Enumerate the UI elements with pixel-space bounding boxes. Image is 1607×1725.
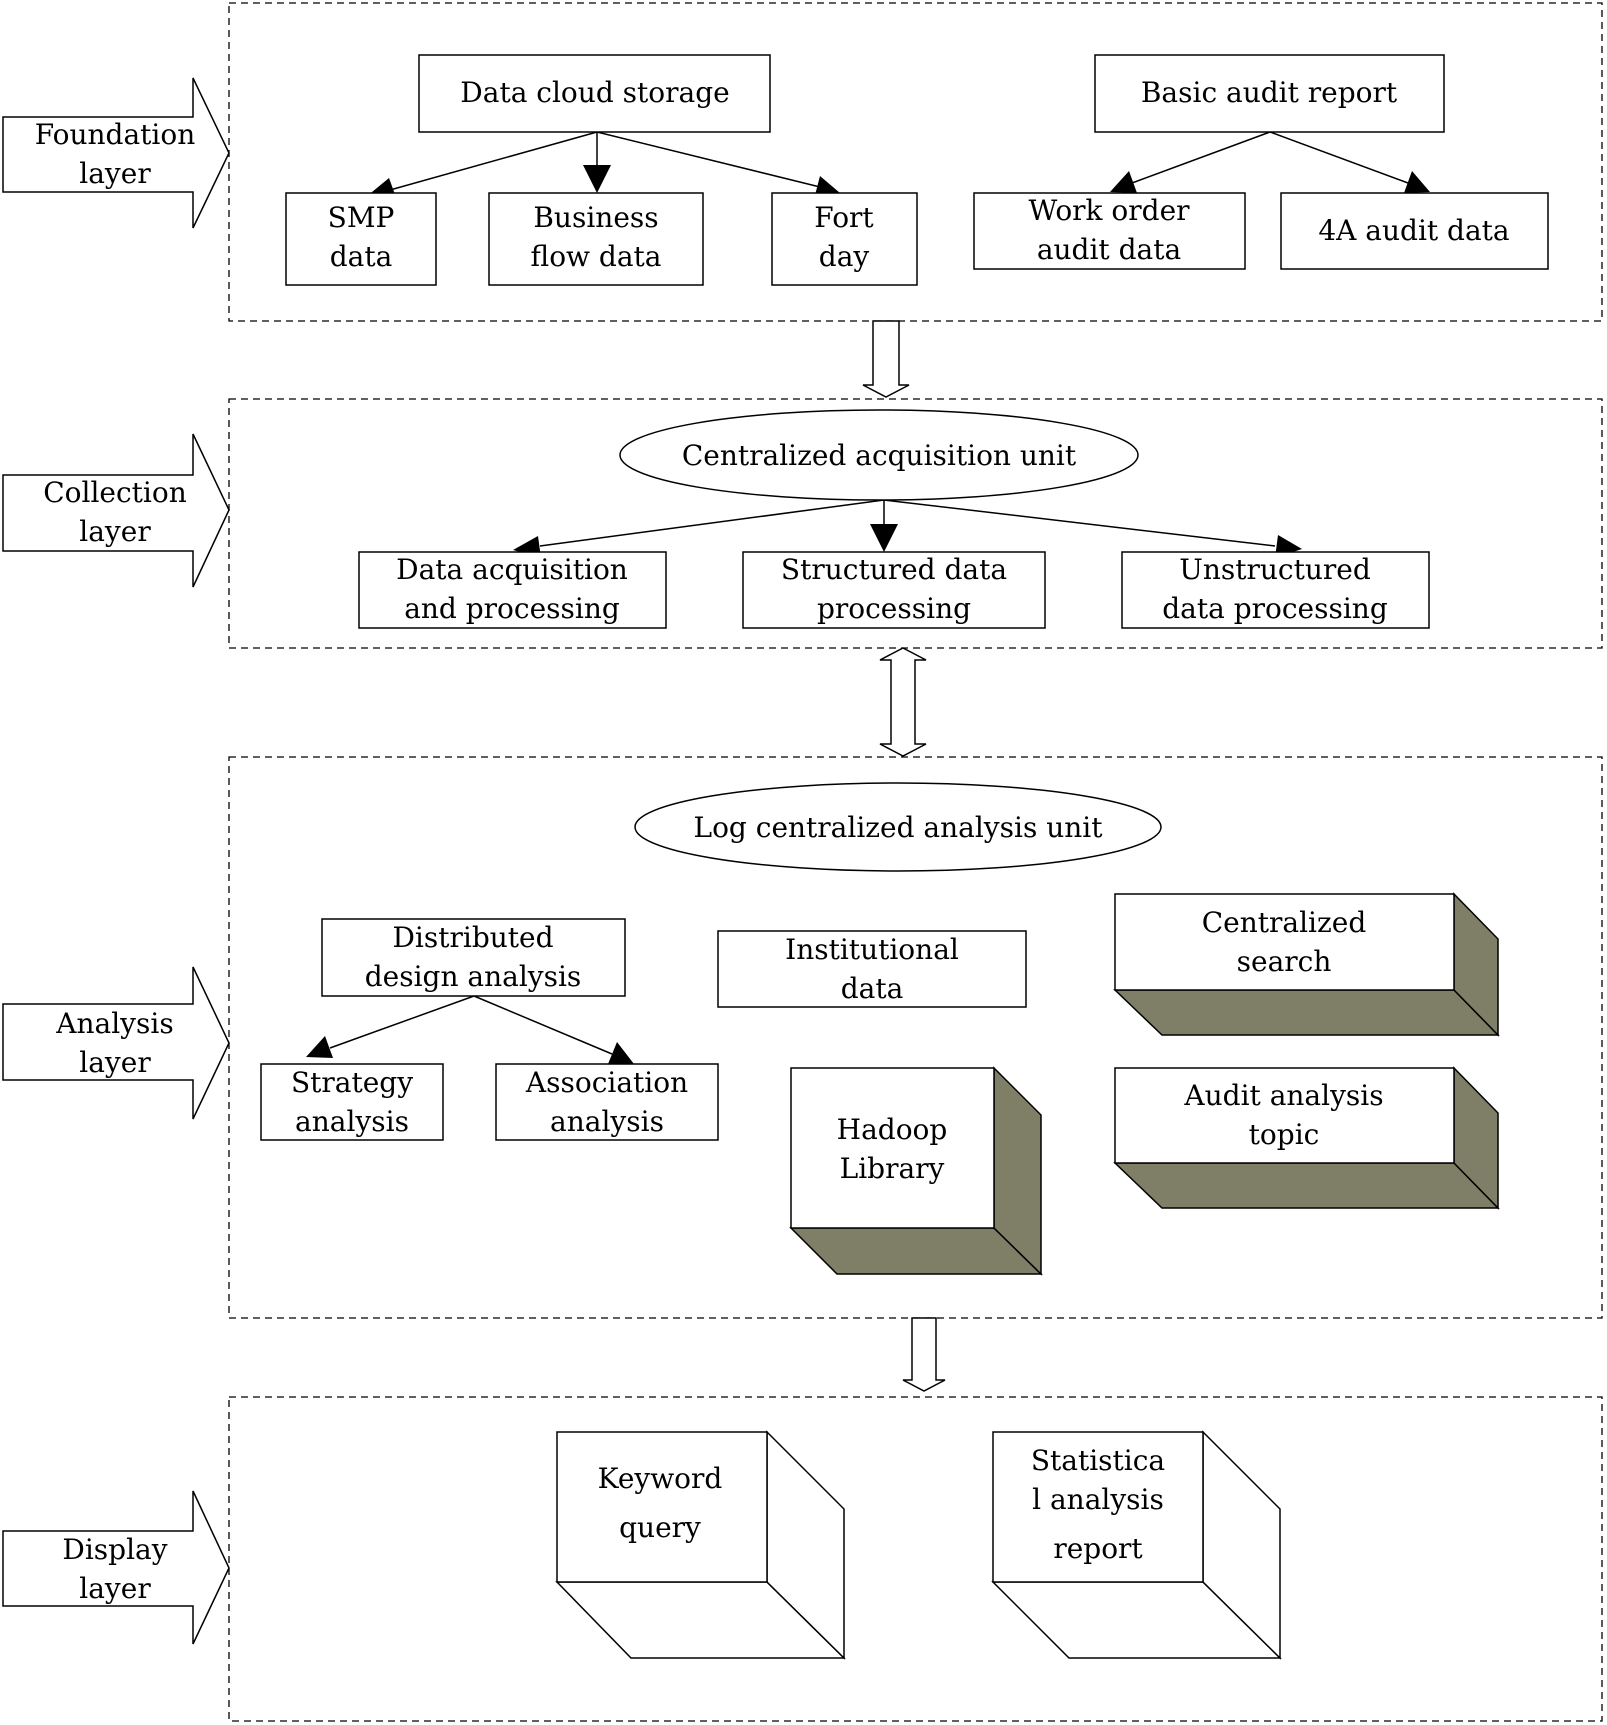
- smp-data-box: SMP data: [285, 192, 437, 286]
- hadoop-library-cube: Hadoop Library: [789, 1066, 1043, 1276]
- foundation-layer-label: Foundation layer: [2, 77, 230, 229]
- data-acquisition-processing-box: Data acquisition and processing: [358, 551, 667, 629]
- business-flow-data-label-line2: flow data: [531, 240, 662, 273]
- analysis-label-line2: layer: [79, 1046, 151, 1079]
- strategy-analysis-label-line2: analysis: [295, 1105, 409, 1138]
- unstructured-data-label-line1: Unstructured: [1179, 553, 1371, 586]
- collection-label-line2: layer: [79, 515, 151, 548]
- right-arrow-icon: [2, 433, 230, 588]
- work-order-label-line2: audit data: [1037, 233, 1181, 266]
- display-label-line2: layer: [79, 1572, 151, 1605]
- business-flow-data-label-line1: Business: [533, 201, 658, 234]
- collection-label-line1: Collection: [43, 476, 187, 509]
- audit-analysis-topic-cube: Audit analysis topic: [1113, 1066, 1500, 1210]
- right-arrow-icon: [2, 966, 230, 1120]
- double-arrow-icon: [879, 647, 927, 757]
- statistical-report-label-line3: report: [1053, 1532, 1143, 1565]
- arrowhead-icon: [306, 1036, 333, 1058]
- keyword-query-label-line1: Keyword: [598, 1462, 723, 1495]
- analysis-edges: [306, 995, 634, 1064]
- keyword-query-cube: Keyword query: [555, 1430, 846, 1660]
- log-centralized-analysis-unit-label: Log centralized analysis unit: [693, 811, 1103, 844]
- centralized-search-label-line2: search: [1237, 945, 1332, 978]
- audit-analysis-topic-label-line2: topic: [1249, 1118, 1320, 1151]
- centralized-search-cube: Centralized search: [1113, 892, 1500, 1037]
- distributed-design-label-line2: design analysis: [365, 960, 582, 993]
- collection-layer-frame: [228, 398, 1603, 649]
- data-acquisition-label-line1: Data acquisition: [396, 553, 628, 586]
- keyword-query-label-line2: query: [619, 1511, 701, 1544]
- display-label-line1: Display: [62, 1533, 167, 1566]
- basic-audit-report-label: Basic audit report: [1141, 76, 1398, 109]
- structured-data-label-line1: Structured data: [781, 553, 1007, 586]
- analysis-layer-label: Analysis layer: [2, 966, 230, 1120]
- right-arrow-icon: [2, 1490, 230, 1645]
- arrowhead-icon: [583, 165, 611, 193]
- foundation-layer-frame: [228, 2, 1603, 322]
- statistical-analysis-report-cube: Statistica l analysis report: [991, 1430, 1282, 1660]
- arrowhead-icon: [608, 1042, 634, 1064]
- association-analysis-label-line2: analysis: [550, 1105, 664, 1138]
- centralized-acquisition-unit-label: Centralized acquisition unit: [682, 439, 1077, 472]
- statistical-report-label-line1: Statistica: [1031, 1444, 1165, 1477]
- hadoop-library-label-line1: Hadoop: [837, 1113, 948, 1146]
- foundation-edges: [366, 131, 1430, 200]
- statistical-report-label-line2: l analysis: [1032, 1483, 1164, 1516]
- hadoop-library-label-line2: Library: [840, 1152, 945, 1185]
- institutional-data-label-line2: data: [841, 972, 904, 1005]
- strategy-analysis-label-line1: Strategy: [291, 1066, 413, 1099]
- foundation-label-line1: Foundation: [35, 118, 196, 151]
- data-cloud-storage-label: Data cloud storage: [460, 76, 729, 109]
- association-analysis-box: Association analysis: [495, 1063, 719, 1141]
- structured-data-processing-box: Structured data processing: [742, 551, 1046, 629]
- unstructured-data-label-line2: data processing: [1162, 592, 1388, 625]
- foundation-label-line2: layer: [79, 157, 151, 190]
- analysis-label-line1: Analysis: [55, 1007, 173, 1040]
- fort-day-label-line1: Fort: [814, 201, 874, 234]
- institutional-data-label-line1: Institutional: [785, 933, 959, 966]
- fort-day-box: Fort day: [771, 192, 918, 286]
- collection-layer-label: Collection layer: [2, 433, 230, 588]
- audit-4a-data-box: 4A audit data: [1280, 192, 1549, 270]
- display-layer-label: Display layer: [2, 1490, 230, 1645]
- fort-day-label-line2: day: [819, 240, 870, 273]
- distributed-design-label-line1: Distributed: [392, 921, 553, 954]
- arrowhead-icon: [1404, 171, 1430, 193]
- centralized-acquisition-unit-ellipse: Centralized acquisition unit: [619, 409, 1139, 501]
- work-order-audit-data-box: Work order audit data: [973, 192, 1246, 270]
- arrowhead-icon: [1110, 171, 1137, 193]
- audit-4a-data-label: 4A audit data: [1318, 214, 1509, 247]
- display-layer-frame: [228, 1396, 1603, 1722]
- work-order-label-line1: Work order: [1028, 194, 1190, 227]
- basic-audit-report-box: Basic audit report: [1094, 54, 1445, 133]
- data-acquisition-label-line2: and processing: [404, 592, 620, 625]
- unstructured-data-processing-box: Unstructured data processing: [1121, 551, 1430, 629]
- audit-analysis-topic-label-line1: Audit analysis: [1183, 1079, 1383, 1112]
- smp-data-label-line2: data: [330, 240, 393, 273]
- centralized-search-label-line1: Centralized: [1202, 906, 1367, 939]
- business-flow-data-box: Business flow data: [488, 192, 704, 286]
- distributed-design-analysis-box: Distributed design analysis: [321, 918, 626, 997]
- structured-data-label-line2: processing: [817, 592, 971, 625]
- arrowhead-icon: [870, 524, 898, 552]
- log-centralized-analysis-unit-ellipse: Log centralized analysis unit: [634, 782, 1162, 872]
- association-analysis-label-line1: Association: [525, 1066, 688, 1099]
- collection-edges: [513, 499, 1302, 558]
- right-arrow-icon: [2, 77, 230, 229]
- down-arrow-icon: [862, 320, 910, 398]
- institutional-data-box: Institutional data: [717, 930, 1027, 1008]
- down-arrow-icon: [902, 1317, 946, 1392]
- strategy-analysis-box: Strategy analysis: [260, 1063, 444, 1141]
- data-cloud-storage-box: Data cloud storage: [418, 54, 771, 133]
- smp-data-label-line1: SMP: [328, 201, 395, 234]
